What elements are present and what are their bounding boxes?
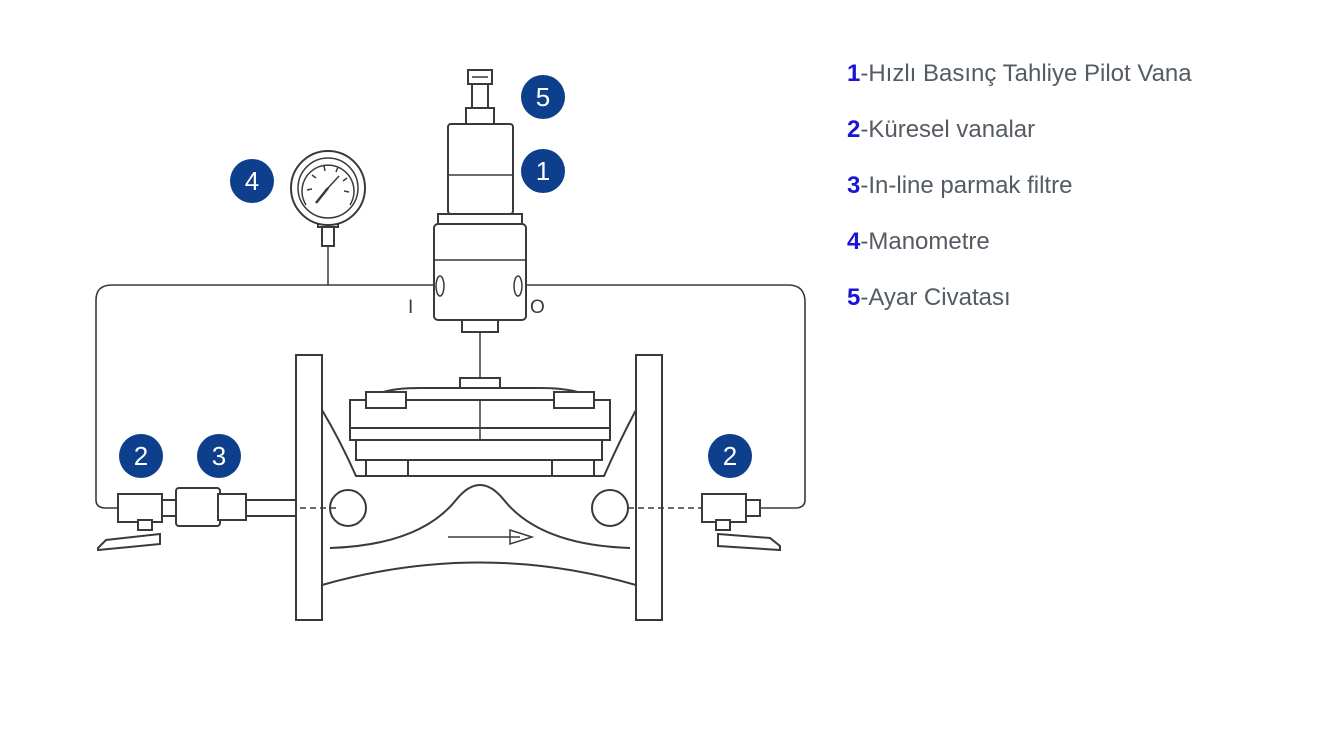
legend-number: 1: [847, 60, 861, 87]
callout-badge: [119, 434, 163, 478]
legend-text: -Manometre: [860, 228, 990, 255]
callout-number: 2: [723, 441, 737, 471]
main-valve-bonnet: [349, 377, 611, 477]
callout-number: 1: [536, 156, 550, 186]
pilot-tubing: [95, 284, 806, 509]
callout-badge: [230, 159, 274, 203]
outlet-port-label: O: [530, 297, 545, 318]
legend-item-5: 5-Ayar Civatası: [847, 282, 1192, 338]
callout-filter: 3: [197, 434, 241, 478]
callout-pilot: 1: [521, 149, 565, 193]
legend-number: 4: [847, 228, 861, 255]
callout-number: 3: [212, 441, 226, 471]
pilot-valve: [433, 69, 527, 378]
legend-text: -Ayar Civatası: [860, 284, 1011, 311]
main-valve-body: [295, 354, 663, 621]
callout-number: 5: [536, 82, 550, 112]
legend-item-3: 3-In-line parmak filtre: [847, 170, 1192, 226]
legend-number: 5: [847, 284, 861, 311]
callout-bolt: 5: [521, 75, 565, 119]
legend-number: 3: [847, 172, 861, 199]
callout-number: 2: [134, 441, 148, 471]
callout-badge: [197, 434, 241, 478]
legend-item-4: 4-Manometre: [847, 226, 1192, 282]
callout-badge: [521, 149, 565, 193]
legend-number: 2: [847, 116, 861, 143]
callout-gauge: 4: [230, 159, 274, 203]
legend-text: -Küresel vanalar: [860, 116, 1036, 143]
legend-list: 1-Hızlı Basınç Tahliye Pilot Vana 2-Küre…: [847, 58, 1192, 338]
inlet-port-label: I: [408, 297, 413, 318]
callout-number: 4: [245, 166, 259, 196]
callout-ball-right: 2: [708, 434, 752, 478]
legend-item-2: 2-Küresel vanalar: [847, 114, 1192, 170]
legend-text: -Hızlı Basınç Tahliye Pilot Vana: [860, 60, 1192, 87]
left-ball-valve: [97, 493, 336, 552]
callout-badge: [521, 75, 565, 119]
inline-filter: [161, 487, 297, 527]
pressure-gauge: [290, 150, 366, 285]
right-ball-valve: [628, 493, 781, 552]
callout-ball-left: 2: [119, 434, 163, 478]
callout-badge: [708, 434, 752, 478]
legend-text: -In-line parmak filtre: [860, 172, 1073, 199]
valve-diagram: I O: [95, 69, 806, 621]
legend-item-1: 1-Hızlı Basınç Tahliye Pilot Vana: [847, 58, 1192, 114]
